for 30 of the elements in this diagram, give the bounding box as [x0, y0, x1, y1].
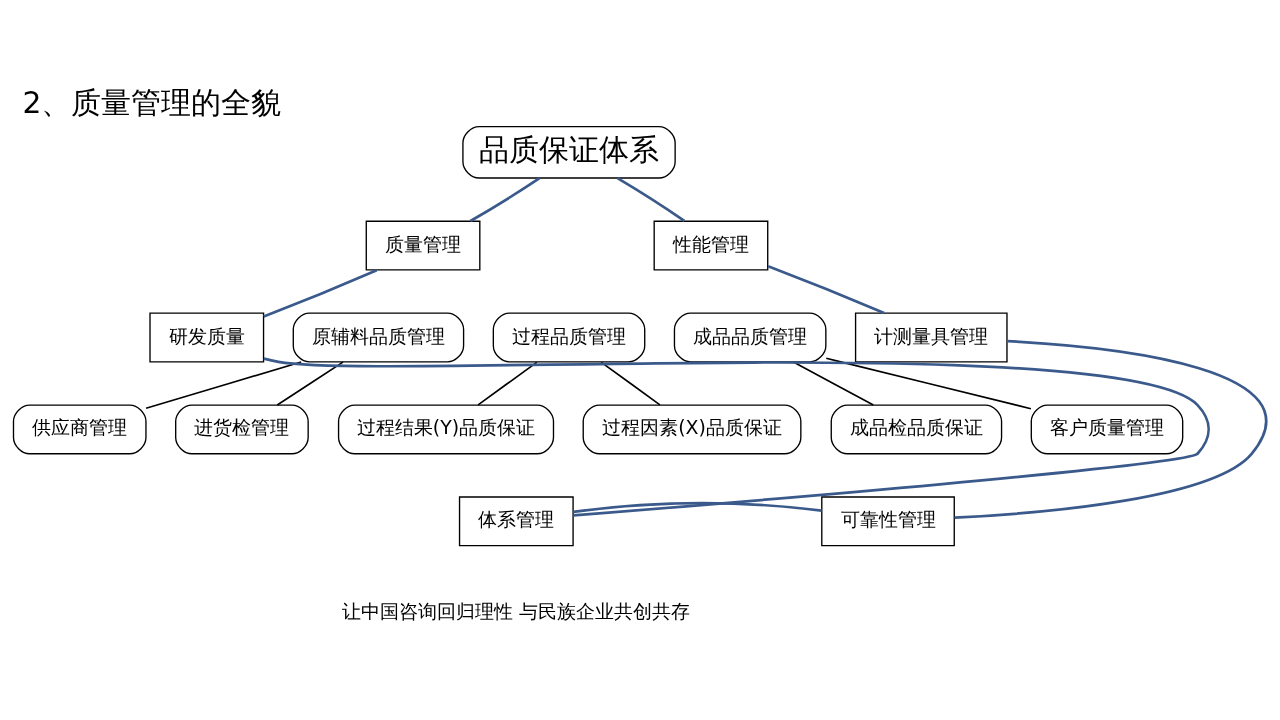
connector [954, 339, 1267, 519]
node-box: 质量管理 [365, 220, 481, 271]
caption: 让中国咨询回归理性 与民族企业共创共存 [342, 599, 691, 622]
node-box: 品质保证体系 [462, 125, 676, 179]
connector [276, 360, 344, 406]
node-box: 可靠性管理 [821, 495, 955, 546]
connector [600, 361, 661, 406]
connector [825, 356, 1032, 410]
node-box: 过程品质管理 [492, 312, 646, 363]
connector [469, 176, 541, 222]
node-box: 供应商管理 [12, 403, 147, 454]
connector [477, 361, 538, 406]
diagram-title: 2、质量管理的全貌 [22, 84, 282, 120]
node-box: 过程因素(X)品质保证 [582, 403, 802, 454]
node-box: 计测量具管理 [854, 312, 1008, 363]
node-box: 成品品质管理 [673, 312, 827, 363]
connector [767, 264, 885, 314]
node-box: 过程结果(Y)品质保证 [337, 403, 555, 454]
node-box: 原辅料品质管理 [292, 312, 465, 363]
node-box: 体系管理 [458, 495, 574, 546]
connector [616, 176, 686, 222]
connector [263, 268, 378, 318]
connector [145, 360, 302, 409]
connector [573, 501, 822, 513]
node-box: 进货检管理 [175, 403, 309, 454]
node-box: 性能管理 [653, 220, 769, 271]
node-box: 客户质量管理 [1030, 403, 1184, 454]
connector [263, 356, 1210, 517]
node-box: 成品检品质保证 [830, 403, 1003, 454]
node-box: 研发质量 [149, 312, 265, 363]
